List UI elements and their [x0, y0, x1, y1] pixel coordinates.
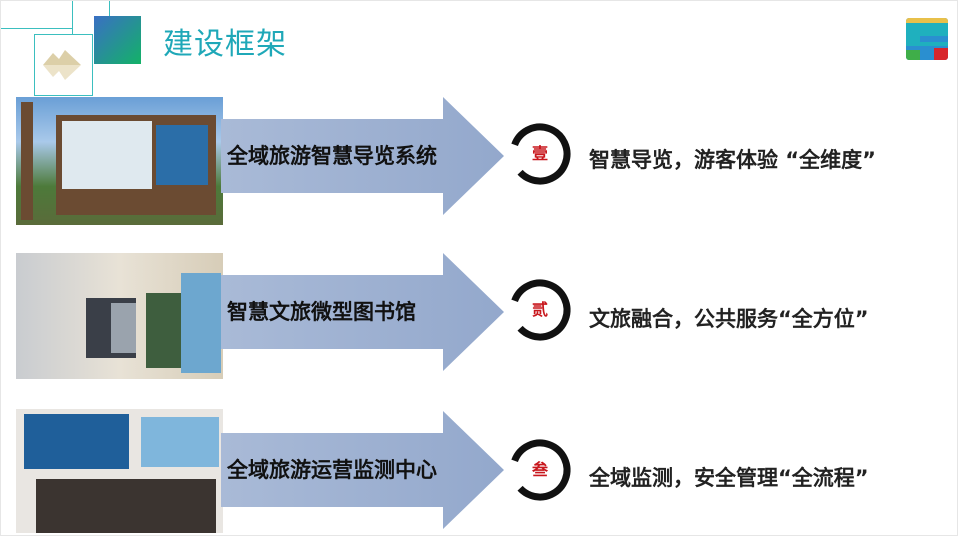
badge-three: 叁 — [507, 437, 573, 503]
gradient-square-decoration — [94, 16, 141, 64]
slogan-text: 文旅融合，公共服务“全方位” — [589, 307, 869, 331]
badge-two: 贰 — [507, 277, 573, 343]
deco-line — [109, 1, 110, 16]
badge-number: 叁 — [531, 460, 548, 479]
slogan-text: 全域监测，安全管理“全流程” — [589, 466, 869, 490]
arrow-library: 智慧文旅微型图书馆 — [221, 253, 506, 371]
system-label: 全域旅游运营监测中心 — [227, 458, 437, 482]
slogan-text: 智慧导览，游客体验 “全维度” — [589, 148, 876, 172]
monitoring-center-photo — [16, 409, 223, 533]
mountain-decoration — [34, 34, 93, 96]
deco-line — [1, 28, 73, 29]
guide-system-photo — [16, 97, 223, 225]
brand-logo — [906, 18, 948, 60]
system-label: 全域旅游智慧导览系统 — [227, 144, 437, 168]
badge-number: 贰 — [531, 300, 548, 319]
library-photo — [16, 253, 223, 379]
page-title: 建设框架 — [163, 27, 287, 62]
arrow-guide-system: 全域旅游智慧导览系统 — [221, 97, 506, 215]
arrow-monitoring: 全域旅游运营监测中心 — [221, 411, 506, 529]
badge-number: 壹 — [531, 144, 548, 163]
badge-one: 壹 — [507, 121, 573, 187]
deco-line — [72, 1, 73, 34]
system-label: 智慧文旅微型图书馆 — [227, 300, 416, 324]
